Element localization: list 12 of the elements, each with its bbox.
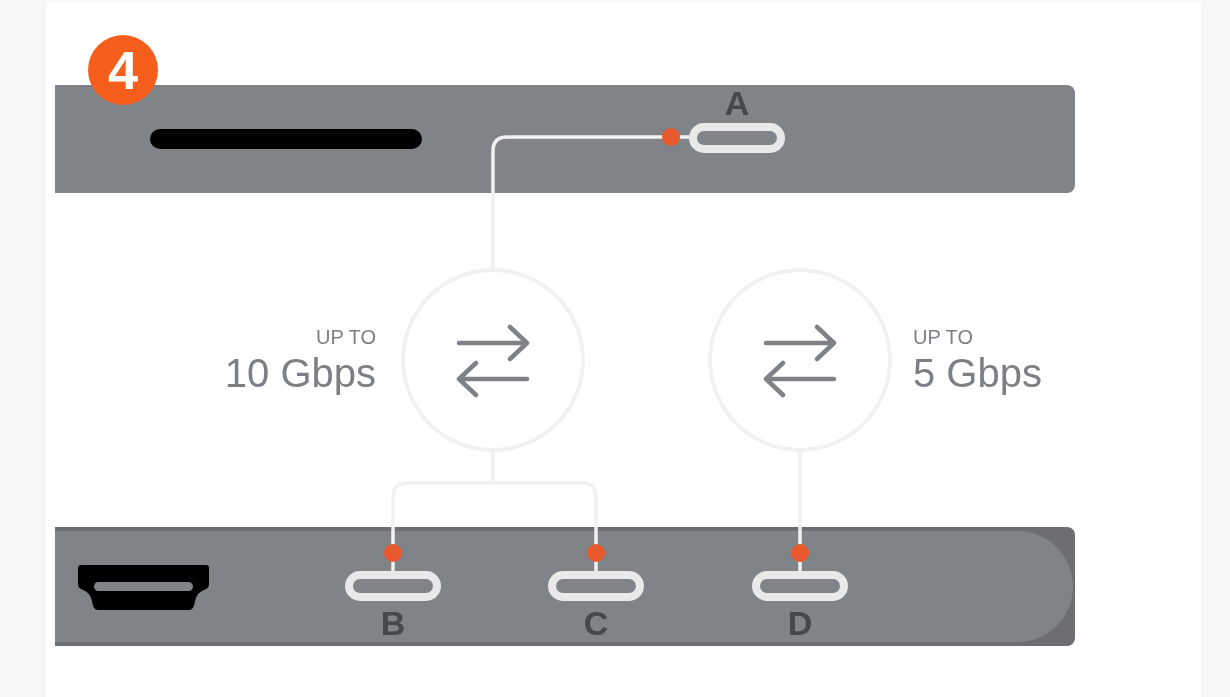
port-letter: B <box>379 606 407 640</box>
port-letter: D <box>786 606 814 640</box>
connector-line <box>491 128 689 268</box>
connector-line <box>384 481 492 571</box>
connector-line <box>791 452 809 571</box>
port-letter: C <box>582 606 610 640</box>
speed-caption: UP TO <box>315 327 376 347</box>
port-letter: A <box>723 86 751 120</box>
device-side-panel <box>55 527 1075 646</box>
speed-caption: UP TO <box>913 327 974 347</box>
speed-value: 5 Gbps <box>913 353 1042 393</box>
speed-value: 10 Gbps <box>224 353 376 393</box>
